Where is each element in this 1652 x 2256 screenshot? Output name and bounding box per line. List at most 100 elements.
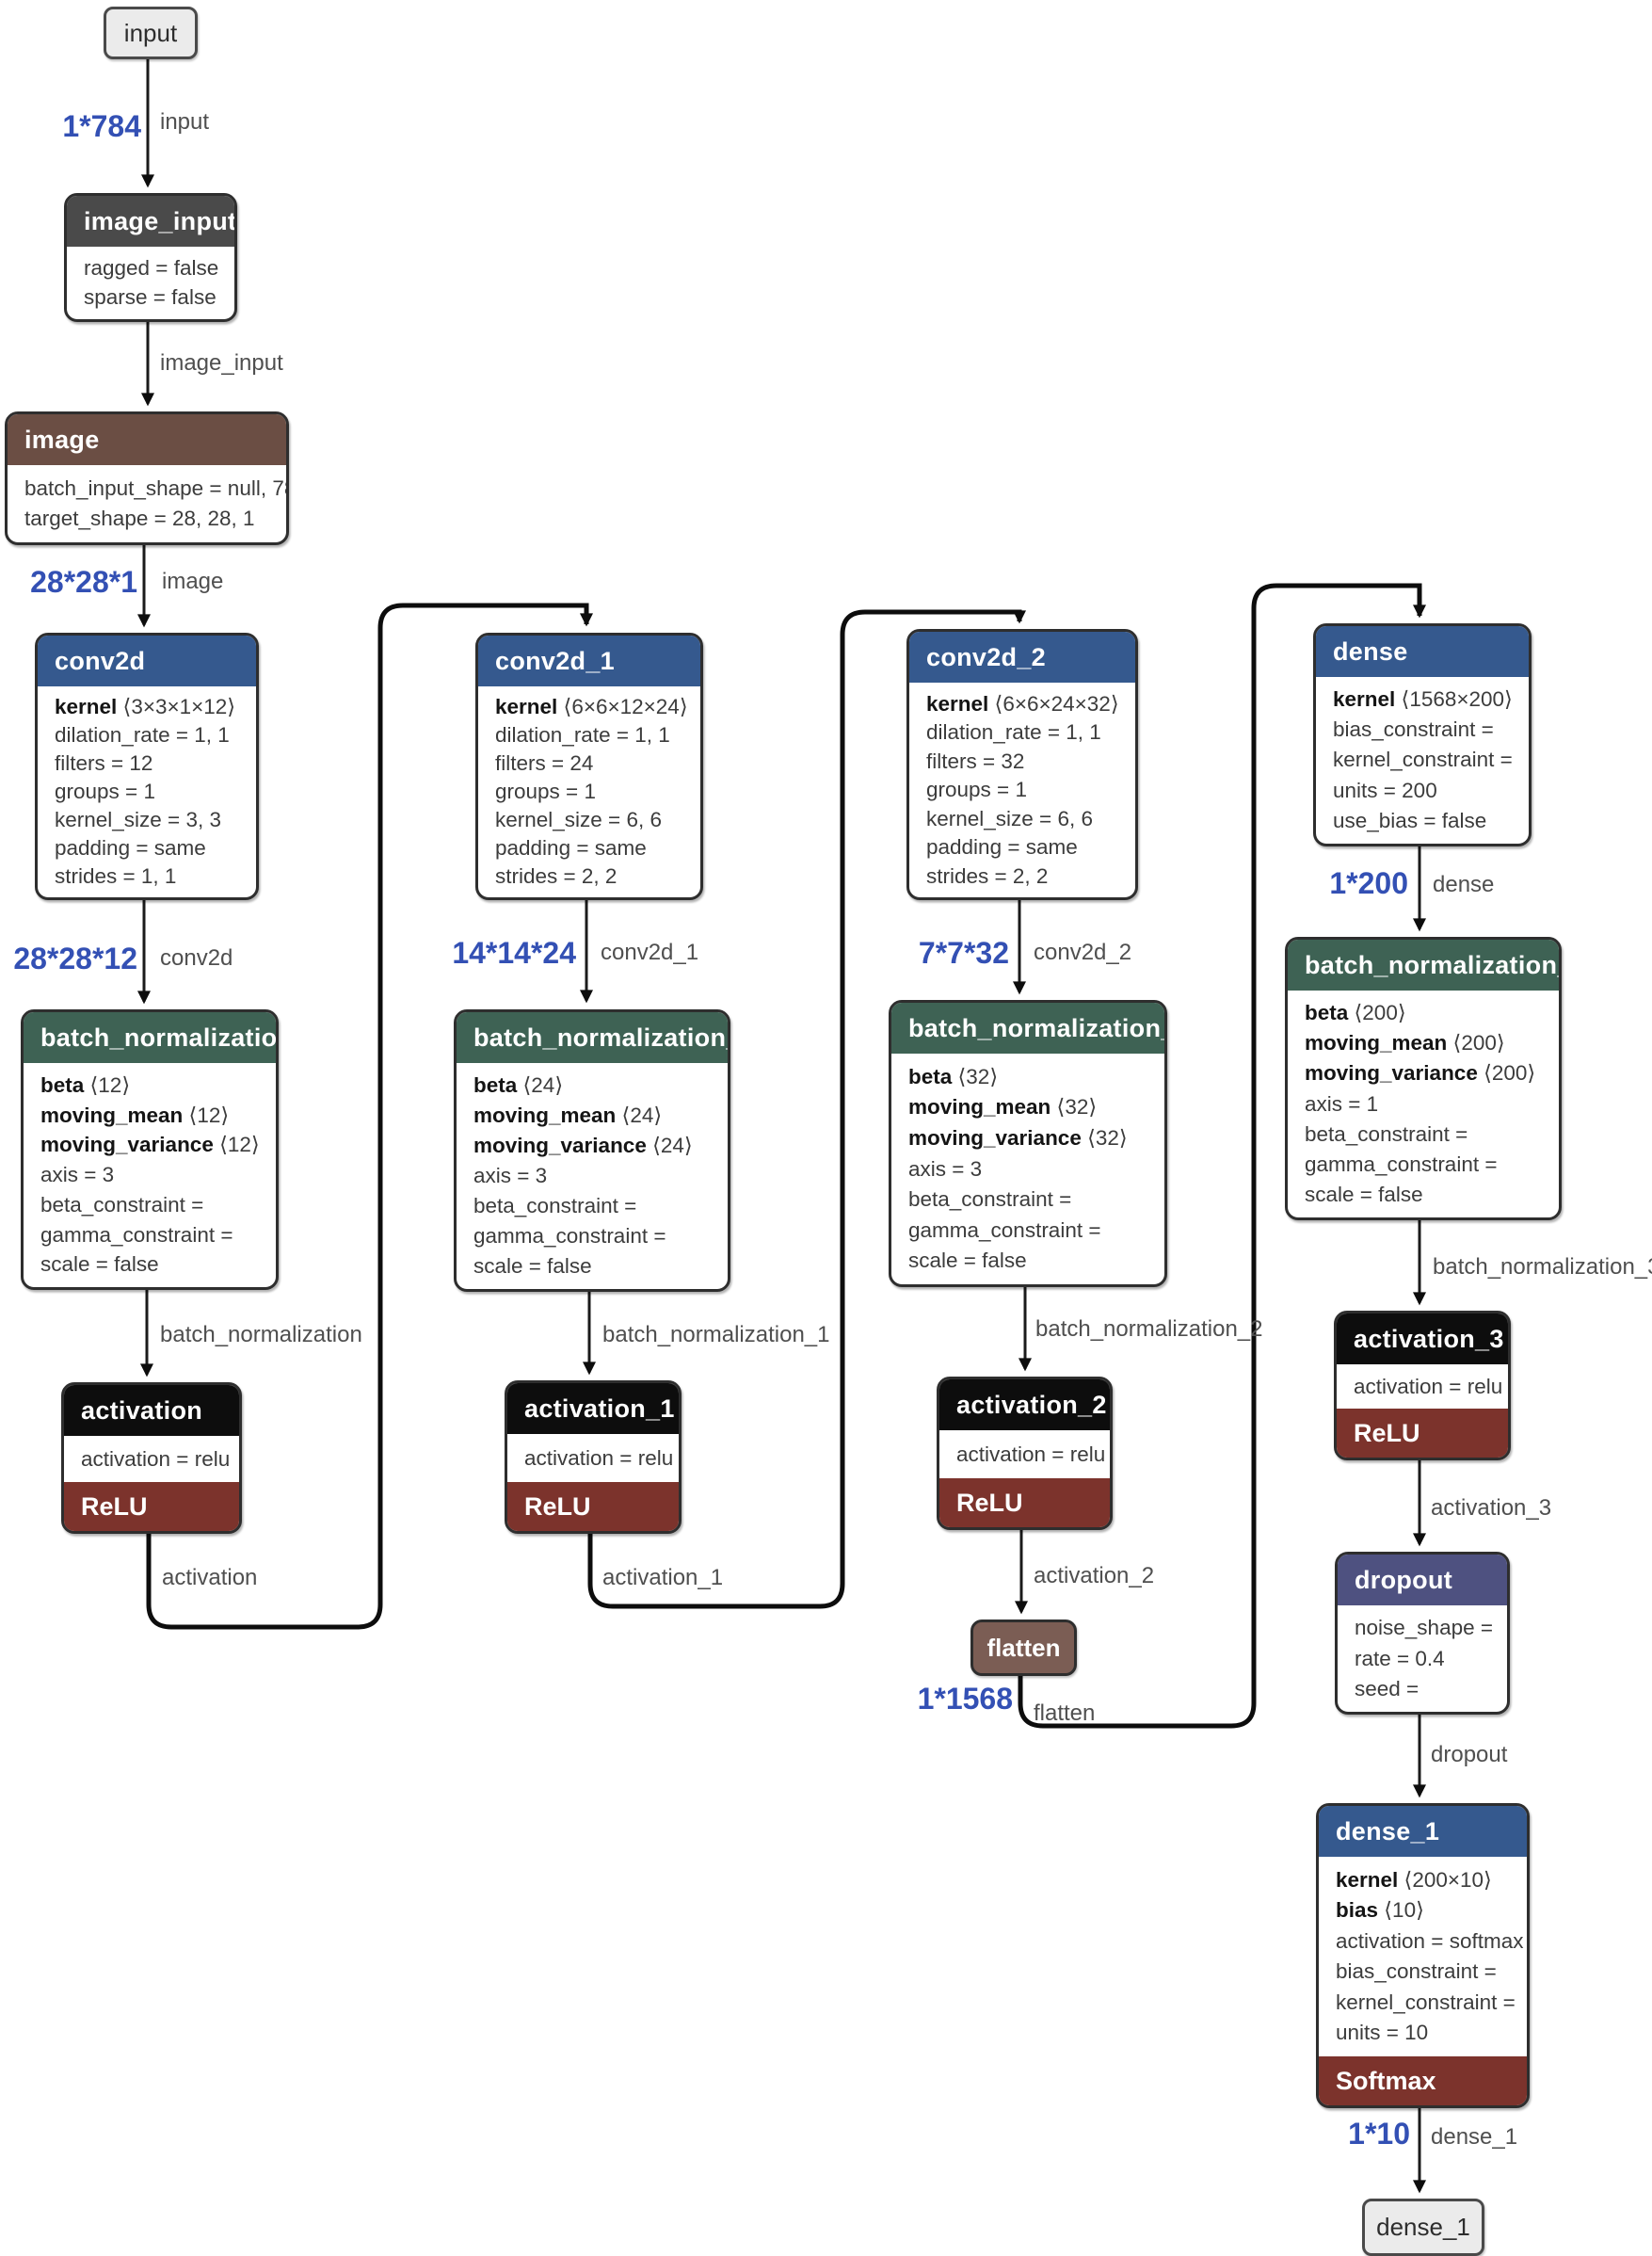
param-line: units = 200 bbox=[1333, 779, 1523, 803]
edge-label-batch_normalization_1: batch_normalization_1 bbox=[602, 1322, 830, 1347]
param-name: bias bbox=[1336, 1898, 1379, 1923]
node-footer: ReLU bbox=[507, 1482, 679, 1531]
param-text: noise_shape = bbox=[1355, 1616, 1493, 1640]
param-text: ⟨32⟩ bbox=[1081, 1125, 1128, 1150]
param-text: ⟨24⟩ bbox=[616, 1104, 663, 1127]
param-line: scale = false bbox=[473, 1254, 722, 1279]
node-header: activation_3 bbox=[1337, 1313, 1508, 1364]
node-header: dropout bbox=[1338, 1555, 1507, 1605]
param-line: padding = same bbox=[926, 835, 1130, 860]
param-line: bias_constraint = bbox=[1333, 717, 1523, 742]
node-title: conv2d bbox=[55, 646, 146, 675]
node-header: image bbox=[8, 414, 286, 465]
param-text: padding = same bbox=[926, 835, 1078, 859]
node-title: dense bbox=[1333, 637, 1408, 666]
shape-annotation-28*28*1: 28*28*1 bbox=[30, 565, 137, 599]
param-line: seed = bbox=[1355, 1677, 1501, 1701]
param-text: axis = 3 bbox=[40, 1163, 115, 1186]
param-text: ⟨200⟩ bbox=[1447, 1031, 1505, 1055]
param-text: kernel_constraint = bbox=[1333, 748, 1513, 772]
param-line: sparse = false bbox=[84, 285, 229, 310]
param-name: kernel bbox=[55, 695, 118, 718]
param-name: moving_variance bbox=[40, 1133, 214, 1157]
param-text: axis = 3 bbox=[908, 1156, 983, 1181]
param-line: units = 10 bbox=[1336, 2021, 1521, 2045]
param-text: ⟨200⟩ bbox=[1477, 1061, 1536, 1086]
node-header: dense bbox=[1316, 626, 1529, 677]
param-line: moving_variance ⟨32⟩ bbox=[908, 1126, 1159, 1151]
param-line: dilation_rate = 1, 1 bbox=[926, 720, 1130, 745]
node-params: batch_input_shape = null, 784 target_shap… bbox=[8, 465, 286, 542]
param-text: units = 200 bbox=[1333, 778, 1437, 802]
param-name: moving_variance bbox=[908, 1125, 1082, 1150]
node-header: batch_normalization_3 bbox=[1288, 940, 1559, 991]
param-line: strides = 1, 1 bbox=[55, 864, 250, 889]
param-text: activation = relu bbox=[524, 1445, 674, 1470]
param-text: batch_input_shape = null, 784 bbox=[24, 475, 289, 500]
param-line: target_shape = 28, 28, 1 bbox=[24, 507, 281, 531]
param-line: activation = relu bbox=[1354, 1375, 1502, 1399]
node-title: batch_normalization_2 bbox=[908, 1013, 1167, 1042]
node-params: beta ⟨32⟩moving_mean ⟨32⟩moving_variance… bbox=[891, 1054, 1164, 1284]
param-text: gamma_constraint = bbox=[908, 1217, 1101, 1242]
param-name: kernel bbox=[926, 691, 989, 716]
node-title: batch_normalization_3 bbox=[1305, 950, 1562, 979]
param-line: filters = 24 bbox=[495, 751, 695, 776]
param-text: scale = false bbox=[473, 1254, 592, 1278]
param-text: ⟨32⟩ bbox=[1051, 1095, 1098, 1120]
param-line: ragged = false bbox=[84, 256, 229, 281]
footer-label: Softmax bbox=[1336, 2066, 1436, 2095]
param-line: padding = same bbox=[55, 836, 250, 861]
param-text: filters = 24 bbox=[495, 751, 594, 775]
node-params: activation = relu bbox=[507, 1434, 679, 1482]
node-params: noise_shape = rate = 0.4 seed = bbox=[1338, 1605, 1507, 1712]
param-text: scale = false bbox=[908, 1249, 1027, 1273]
param-line: kernel ⟨6×6×12×24⟩ bbox=[495, 695, 695, 719]
param-name: kernel bbox=[495, 695, 558, 718]
param-line: beta_constraint = bbox=[1305, 1122, 1553, 1147]
param-line: rate = 0.4 bbox=[1355, 1647, 1501, 1671]
node-footer: ReLU bbox=[64, 1482, 239, 1531]
edge-label-image: image bbox=[162, 569, 224, 594]
param-line: bias_constraint = bbox=[1336, 1959, 1521, 1984]
param-line: beta ⟨32⟩ bbox=[908, 1065, 1159, 1089]
param-text: ⟨10⟩ bbox=[1378, 1898, 1424, 1923]
param-text: seed = bbox=[1355, 1676, 1419, 1700]
param-text: dilation_rate = 1, 1 bbox=[926, 720, 1101, 744]
param-text: kernel_constraint = bbox=[1336, 1990, 1516, 2014]
param-text: beta_constraint = bbox=[40, 1192, 204, 1217]
param-text: ⟨32⟩ bbox=[952, 1064, 999, 1088]
param-text: ⟨200⟩ bbox=[1348, 1001, 1406, 1025]
param-line: scale = false bbox=[1305, 1183, 1553, 1207]
footer-label: ReLU bbox=[956, 1488, 1023, 1517]
edge-label-activation_1: activation_1 bbox=[602, 1565, 724, 1590]
param-name: moving_mean bbox=[40, 1103, 184, 1127]
param-line: groups = 1 bbox=[55, 780, 250, 804]
node-header: dense_1 bbox=[1319, 1806, 1527, 1857]
param-text: ⟨1568×200⟩ bbox=[1395, 687, 1513, 712]
param-line: beta_constraint = bbox=[473, 1194, 722, 1218]
param-line: scale = false bbox=[40, 1252, 270, 1277]
param-line: beta_constraint = bbox=[40, 1193, 270, 1217]
edge-activation-to-conv2d_1 bbox=[146, 603, 593, 1630]
edge-label-input: input bbox=[160, 109, 210, 135]
node-dropout: dropout noise_shape = rate = 0.4 seed = bbox=[1335, 1552, 1510, 1715]
node-params: beta ⟨200⟩moving_mean ⟨200⟩moving_varian… bbox=[1288, 991, 1559, 1217]
param-line: gamma_constraint = bbox=[473, 1224, 722, 1249]
edge-label-dense_1: dense_1 bbox=[1431, 2124, 1518, 2150]
param-line: activation = relu bbox=[81, 1447, 233, 1472]
param-text: activation = relu bbox=[1354, 1374, 1503, 1398]
param-line: bias ⟨10⟩ bbox=[1336, 1898, 1521, 1923]
param-line: moving_mean ⟨24⟩ bbox=[473, 1104, 722, 1128]
edge-label-batch_normalization: batch_normalization bbox=[160, 1322, 362, 1347]
